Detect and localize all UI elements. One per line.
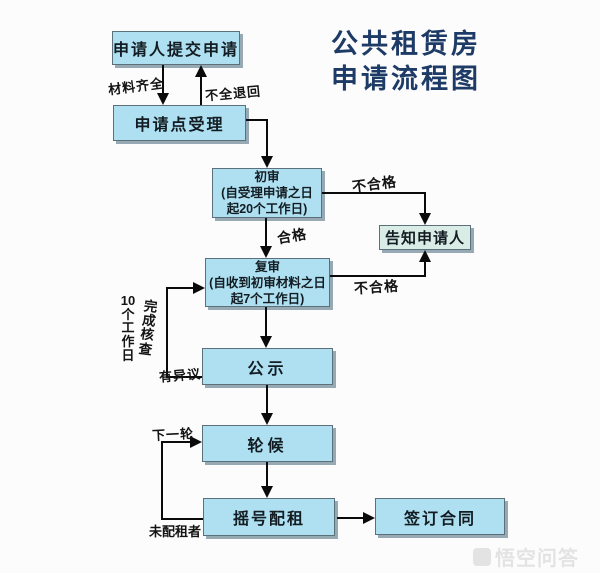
arrow-right-lottery-contract-icon [363,512,375,524]
edge-initial-notify-vline [424,192,426,214]
node-publicity-label: 公示 [247,360,288,378]
arrow-down-waiting-lottery-icon [261,486,273,498]
edge-label-incomplete-return: 不全退回 [204,83,262,104]
node-initial-review-line3: 起20个工作日) [226,202,308,216]
edge-label-objection: 有异议 [158,366,202,385]
watermark: 悟空问答 [473,542,579,571]
arrow-right-publicity-second-icon [193,282,205,294]
diagram-title-line1: 公共租赁房 [331,29,481,59]
loop-lottery-top-hline [161,441,191,443]
node-waiting-list: 轮候 [202,425,333,462]
loop-lottery-vline [161,441,163,520]
node-submit-application: 申请人提交申请 [112,31,240,65]
edge-label-pass: 合格 [275,225,309,247]
edge-label-fail-bottom: 不合格 [353,277,400,297]
node-second-review: 复审 (自收到初审材料之日 起7个工作日) [205,258,330,307]
node-application-point-acceptance-label: 申请点受理 [134,117,225,134]
loop-lottery-bottom-hline [161,518,203,520]
edge-label-not-allocated: 未配租者 [149,524,202,539]
watermark-text: 悟空问答 [495,548,579,570]
node-notify-applicant: 告知申请人 [379,225,471,250]
arrow-down-initial-second-icon [260,246,272,258]
node-initial-review-line1: 初审 [254,170,280,184]
node-initial-review-line2: (自受理申请之日 [221,186,313,200]
edge-accept-initial-hline [246,119,268,121]
edge-initial-second-line [265,218,267,247]
arrow-up-accept-submit-icon [195,65,207,77]
arrow-down-second-publicity-icon [260,336,272,348]
node-application-point-acceptance: 申请点受理 [113,105,246,141]
edge-publicity-waiting-line [266,385,268,414]
edge-accept-initial-vline [266,119,268,157]
edge-lottery-contract-line [337,517,364,519]
edge-waiting-lottery-line [266,462,268,487]
node-second-review-line1: 复审 [254,259,280,274]
node-waiting-list-label: 轮候 [247,437,288,455]
arrow-right-lottery-waiting-icon [190,436,202,448]
arrow-down-publicity-waiting-icon [261,413,273,425]
loop-publicity-bottom-hline [166,376,202,378]
node-lottery-allocation: 摇号配租 [203,498,335,536]
node-sign-contract: 签订合同 [375,498,505,535]
diagram-title-line2: 申请流程图 [331,64,481,94]
edge-second-publicity-line [265,307,267,337]
edge-label-ten-working-days: 10 个 工 作 日 [120,293,136,363]
node-sign-contract-label: 签订合同 [403,510,476,528]
node-lottery-allocation-label: 摇号配租 [232,511,305,528]
arrow-down-accept-initial-icon [261,156,273,168]
node-publicity: 公示 [202,348,333,385]
loop-publicity-vline [166,287,168,378]
edge-label-complete-check: 完 成 核 查 [137,298,159,358]
node-notify-applicant-label: 告知申请人 [384,230,465,247]
edge-initial-notify-hline [322,192,426,194]
edge-second-notify-hline [330,275,426,277]
node-second-review-line3: 起7个工作日) [230,291,305,306]
edge-submit-accept-line [162,65,164,95]
diagram-title: 公共租赁房 申请流程图 [308,27,504,97]
edge-accept-submit-line [200,76,202,105]
arrow-down-initial-notify-icon [419,213,431,225]
watermark-logo-icon [473,547,491,566]
arrow-up-second-notify-icon [419,250,431,262]
edge-second-notify-vline [424,261,426,277]
edge-label-next-round: 下一轮 [151,425,195,444]
node-initial-review: 初审 (自受理申请之日 起20个工作日) [212,168,322,218]
loop-publicity-top-hline [166,287,194,289]
arrow-down-submit-accept-icon [157,93,169,105]
node-submit-application-label: 申请人提交申请 [113,42,240,59]
node-second-review-line2: (自收到初审材料之日 [209,275,326,290]
